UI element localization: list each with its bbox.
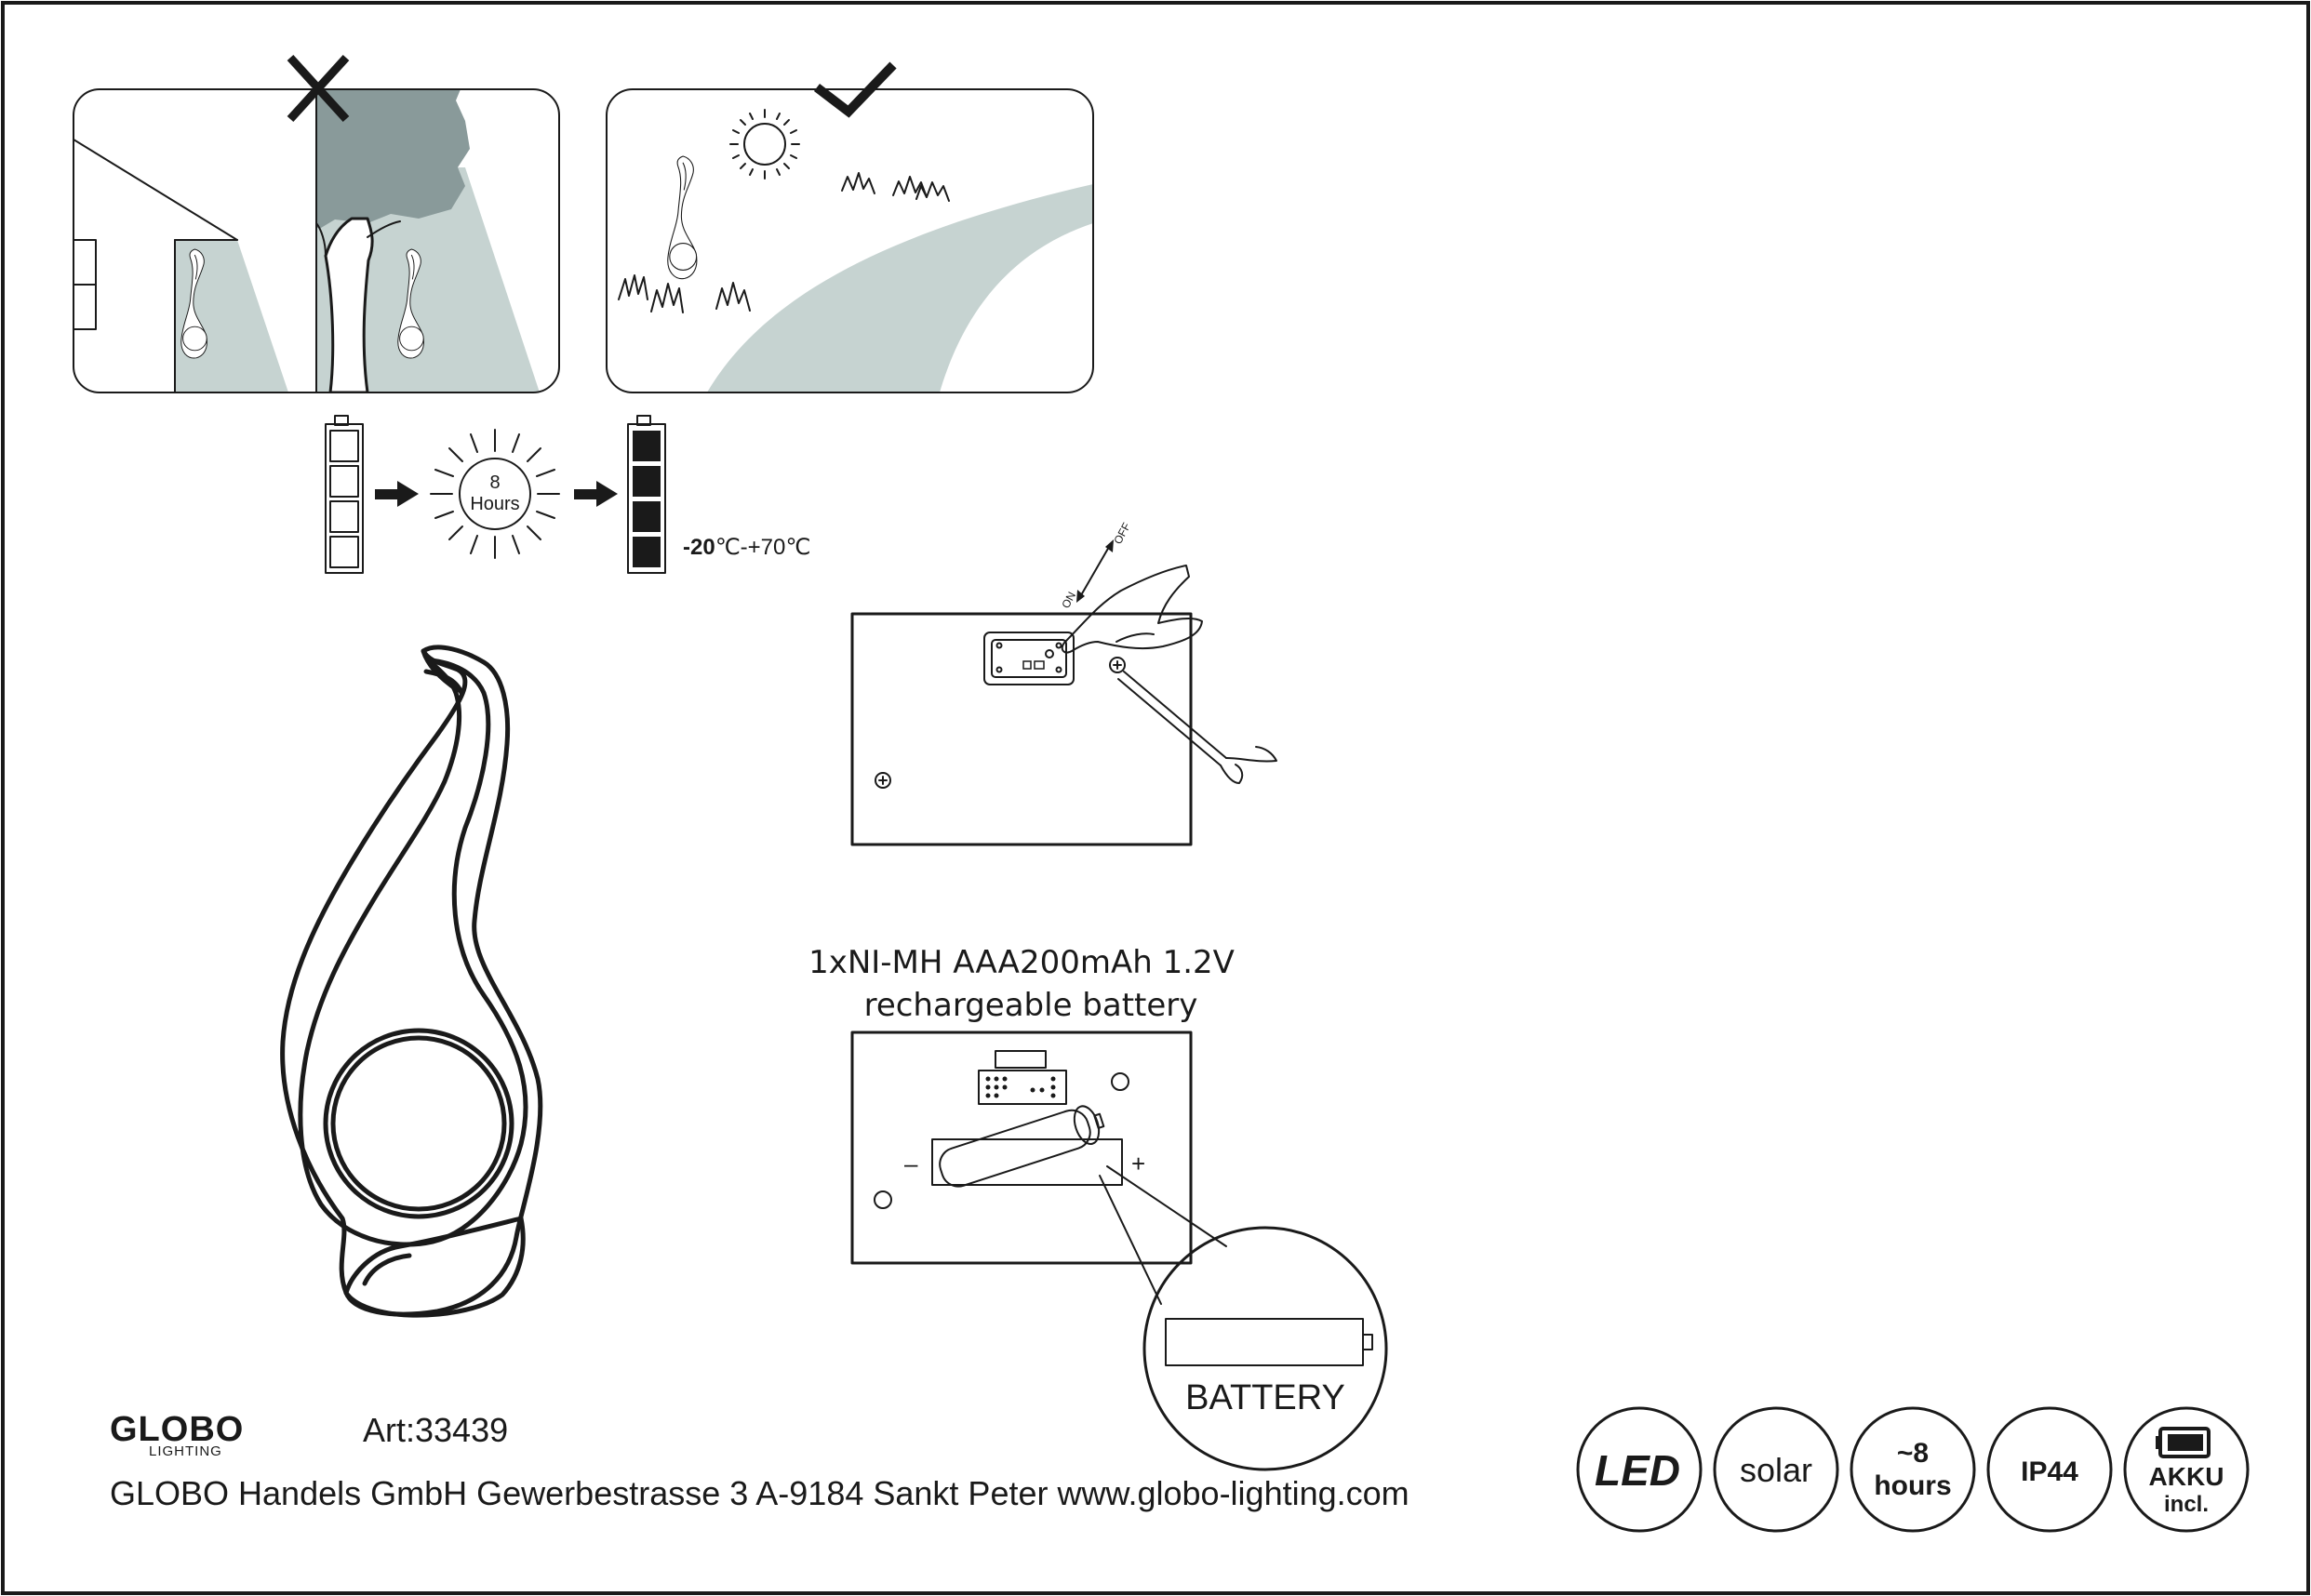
sun-hours-number: 8 xyxy=(489,472,500,493)
badge-akku: AKKU incl. xyxy=(2123,1406,2250,1533)
aaa-battery-icon xyxy=(939,1105,1105,1188)
brand-logo-sub: LIGHTING xyxy=(149,1443,222,1459)
battery-callout: BATTERY xyxy=(1142,1226,1388,1471)
sun-8-hours-icon: 8 Hours xyxy=(430,429,560,559)
badge-hours-label: hours xyxy=(1874,1470,1951,1501)
badge-solar: solar xyxy=(1713,1406,1839,1533)
empty-battery-icon xyxy=(325,415,364,574)
led-logo-icon: LED xyxy=(1595,1446,1680,1495)
battery-callout-label: BATTERY xyxy=(1185,1378,1345,1417)
battery-spec-line1: 1xNI-MH AAA200mAh 1.2V xyxy=(808,944,1235,981)
battery-compartment-diagram: – + xyxy=(850,1031,1227,1305)
polarity-minus: – xyxy=(904,1150,918,1177)
lamp-in-shade-left xyxy=(180,248,207,359)
switch-on-label: ON xyxy=(1059,590,1078,610)
badge-hours-value: ~8 xyxy=(1897,1438,1929,1469)
charging-diagram: 8 Hours -20℃-+70℃ xyxy=(325,415,810,574)
company-address: GLOBO Handels GmbH Gewerbestrasse 3 A-91… xyxy=(110,1474,1409,1512)
brand-logo: GLOBO xyxy=(110,1410,244,1449)
temperature-range: -20℃-+70℃ xyxy=(683,535,810,560)
badge-ip44-label: IP44 xyxy=(2021,1456,2078,1487)
correct-mark-icon xyxy=(813,61,897,118)
lamp-in-shade-right xyxy=(397,248,424,359)
badge-hours: ~8 hours xyxy=(1850,1406,1976,1533)
battery-icon xyxy=(2156,1427,2211,1458)
badge-akku-label: AKKU xyxy=(2149,1462,2224,1491)
battery-spec-line2: rechargeable battery xyxy=(864,987,1198,1024)
panel-right-placement xyxy=(606,61,1094,393)
article-number: Art:33439 xyxy=(363,1411,508,1449)
switch-panel-diagram: ON OFF xyxy=(850,521,1277,846)
panel-wrong-placement xyxy=(73,54,560,393)
badge-solar-label: solar xyxy=(1740,1451,1812,1489)
wrong-mark-icon xyxy=(287,54,350,123)
footer: GLOBO LIGHTING Art:33439 GLOBO Handels G… xyxy=(110,1410,1409,1512)
badge-led: LED xyxy=(1576,1406,1703,1533)
badge-ip44: IP44 xyxy=(1986,1406,2113,1533)
lamp-in-sun xyxy=(667,155,698,280)
feature-badges: LED solar ~8 hours IP44 AKKU incl. xyxy=(1576,1406,2250,1533)
sun-icon xyxy=(729,109,800,180)
full-battery-icon xyxy=(627,415,666,574)
arrow-right-icon xyxy=(375,481,419,507)
tree-foliage xyxy=(316,89,470,228)
lamp-illustration xyxy=(280,645,543,1318)
sun-hours-label: Hours xyxy=(470,494,519,514)
arrow-right-icon xyxy=(574,481,618,507)
switch-off-label: OFF xyxy=(1111,521,1133,547)
badge-akku-sub: incl. xyxy=(2164,1492,2209,1517)
polarity-plus: + xyxy=(1131,1150,1145,1177)
